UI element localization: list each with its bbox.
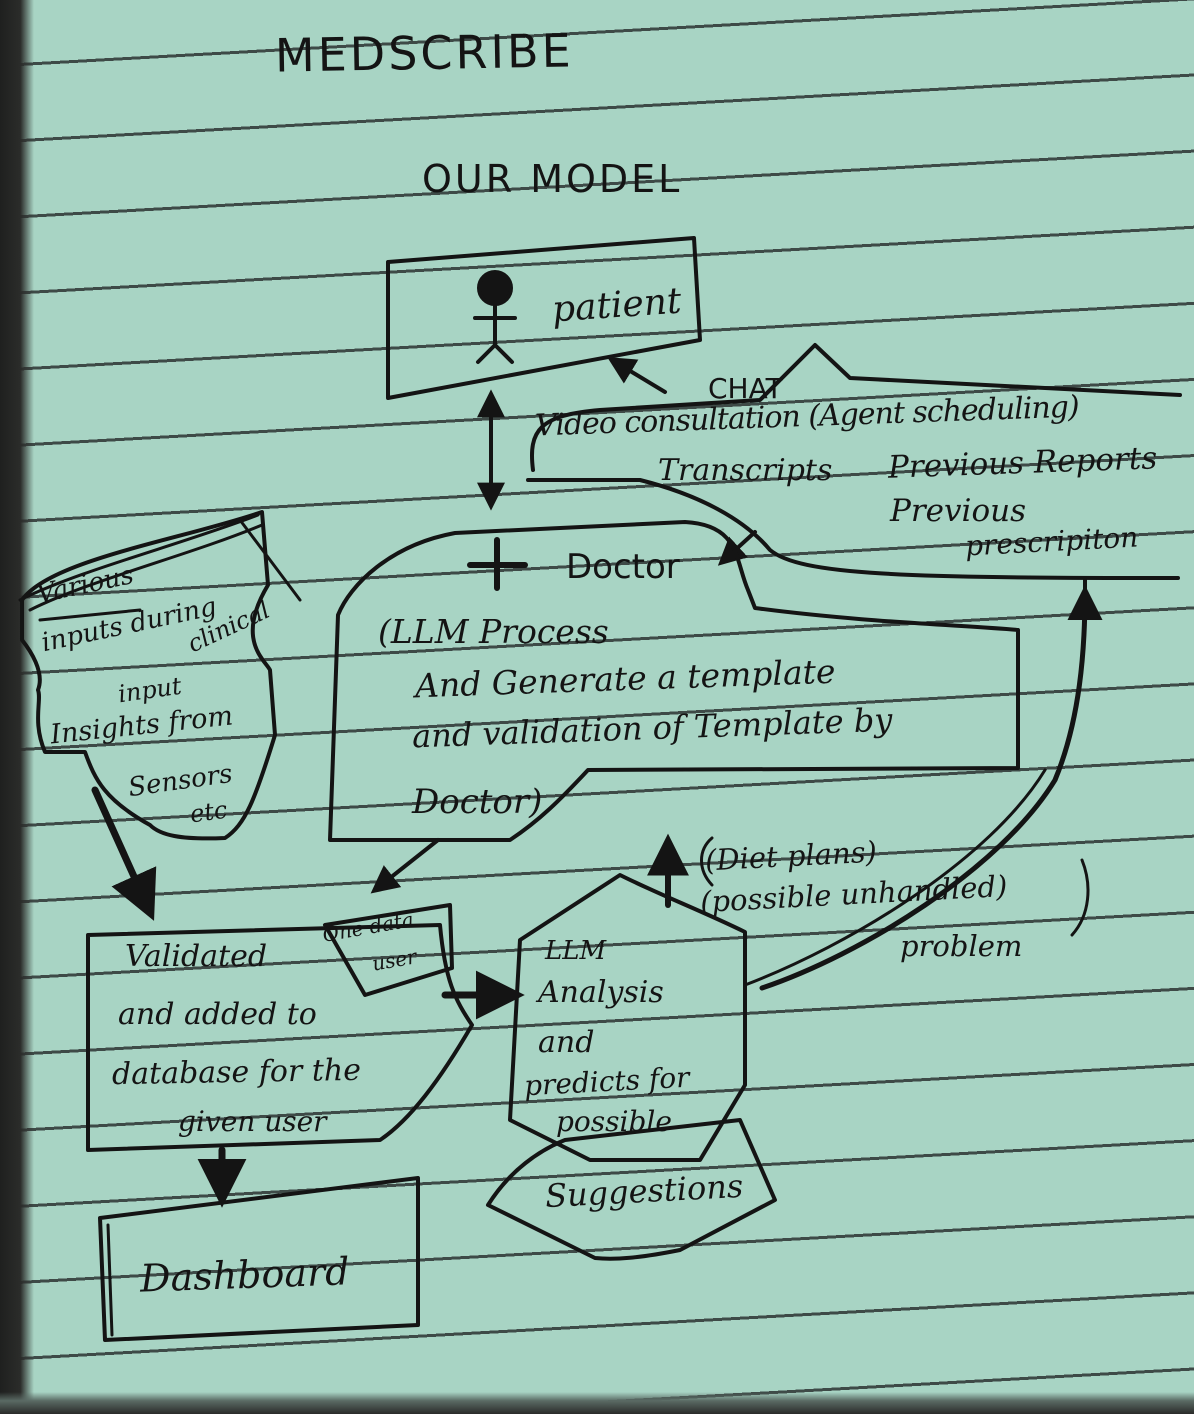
patient-box — [386, 236, 702, 400]
page-title: MEDSCRIBE — [274, 23, 575, 83]
dashboard-label: Dashboard — [139, 1249, 351, 1301]
doctor-label: Doctor — [566, 547, 680, 587]
diagram-subtitle: OUR MODEL — [422, 157, 683, 201]
analysis-hexagon — [508, 873, 747, 1162]
page-shadow-left — [0, 0, 34, 1414]
database-box — [86, 923, 474, 1152]
analysis-line-4: predicts for — [523, 1060, 691, 1103]
database-line-4: given user — [178, 1105, 327, 1138]
previous-reports-label: Previous Reports — [887, 440, 1158, 486]
dashboard-box — [98, 1176, 420, 1342]
consultation-to-doctor-arrow — [717, 530, 757, 566]
analysis-line-1: LLM — [545, 936, 607, 966]
inputs-cloud — [20, 510, 277, 841]
doctor-process-line-4: Doctor) — [412, 782, 543, 822]
chat-label: CHAT — [708, 372, 783, 405]
sensors-line-3: etc — [188, 795, 230, 829]
transcripts-label: Transcripts — [658, 453, 833, 488]
database-line-3: database for the — [111, 1052, 362, 1093]
diet-line-3: problem — [900, 929, 1023, 963]
previous-label: Previous — [890, 493, 1026, 529]
consultation-to-patient-arrow — [607, 357, 667, 394]
consultation-band — [530, 343, 1182, 472]
database-line-2: and added to — [118, 997, 317, 1032]
analysis-to-prescription-arrow — [759, 585, 1103, 991]
analysis-line-5: possible — [556, 1105, 672, 1138]
consultation-band-lower — [526, 478, 1180, 580]
inputs-to-database-arrow — [91, 786, 157, 921]
page-shadow-bottom — [0, 1392, 1194, 1414]
patient-label: patient — [550, 280, 683, 331]
suggestions-label: Suggestions — [544, 1166, 745, 1216]
diet-line-1: (Diet plans) — [704, 834, 878, 878]
database-line-1: Validated — [125, 939, 268, 974]
doctor-process-line-1: (LLM Process — [378, 612, 609, 651]
doctor-to-database-arrow — [370, 838, 440, 894]
analysis-line-2: Analysis — [538, 975, 664, 1010]
analysis-line-3: and — [538, 1025, 595, 1060]
doctor-plus-icon — [467, 537, 528, 591]
patient-figure-icon — [473, 270, 517, 364]
doctor-box — [328, 520, 1020, 842]
database-badge — [323, 903, 454, 997]
suggestions-shape — [486, 1118, 777, 1261]
